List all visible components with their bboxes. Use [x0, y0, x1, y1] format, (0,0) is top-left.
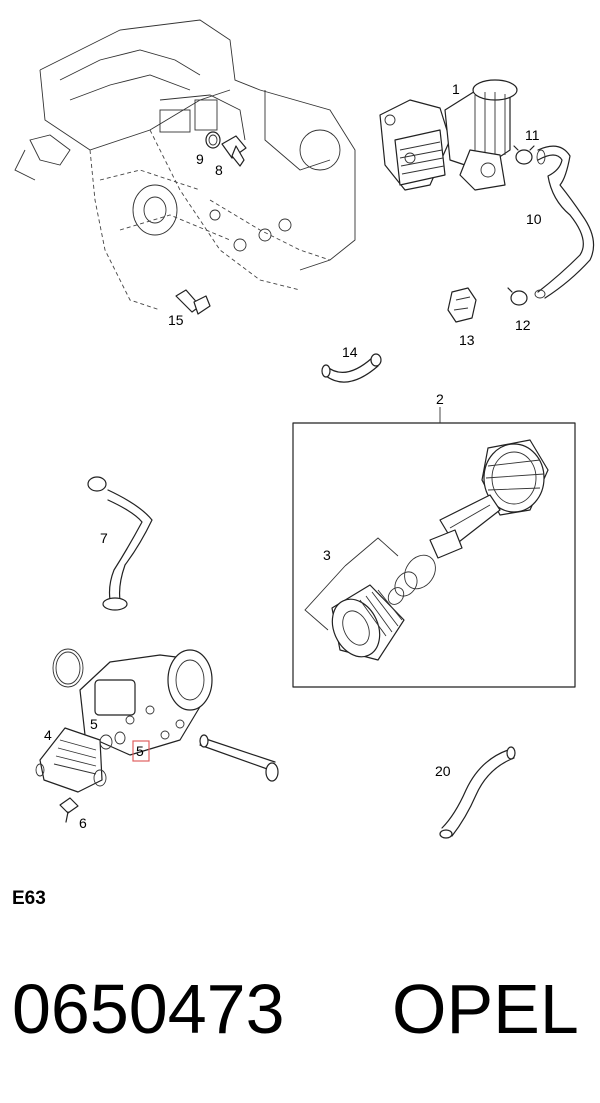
part-2-filter-cap: [429, 439, 549, 559]
callout-5-highlight: [132, 740, 150, 762]
part-20-hose: [439, 746, 516, 839]
callout-8: 8: [215, 162, 223, 178]
part-11-clamp: [513, 145, 535, 165]
part-8-bolt: [221, 135, 247, 167]
callout-13: 13: [459, 332, 475, 348]
callout-15: 15: [168, 312, 184, 328]
callout-7: 7: [100, 530, 108, 546]
callout-9: 9: [196, 151, 204, 167]
callout-1: 1: [452, 81, 460, 97]
part-1-filter-housing: [379, 79, 518, 191]
part-4-oil-cooler-group: [35, 648, 279, 823]
callout-5-upper: 5: [90, 716, 98, 732]
callout-4: 4: [44, 727, 52, 743]
callout-5-highlighted: 5: [136, 743, 144, 759]
part-10-hose: [534, 145, 595, 299]
box-orings: [387, 554, 436, 605]
callout-14: 14: [342, 344, 358, 360]
part-number: 0650473: [12, 970, 285, 1048]
exploded-parts-diagram: 1 2 3 4 5 5 6 7 8 9 10 11 12 13 14 15 20: [14, 19, 595, 839]
part-2-kit-box: [292, 422, 576, 688]
callout-6: 6: [79, 815, 87, 831]
part-13-bracket: [447, 287, 477, 323]
part-14-hose: [321, 353, 382, 383]
engine-block: [14, 19, 356, 311]
callout-20: 20: [435, 763, 451, 779]
callout-11: 11: [525, 127, 540, 143]
callout-12: 12: [515, 317, 531, 333]
section-code: E63: [12, 888, 46, 909]
part-7-hose: [87, 476, 153, 611]
part-12-clamp: [507, 287, 528, 306]
callout-2: 2: [436, 391, 444, 407]
part-15-bolt: [175, 289, 211, 315]
part-3-filter-element: [331, 584, 405, 661]
part-9-oring: [205, 131, 221, 149]
callout-10: 10: [526, 211, 542, 227]
callout-3: 3: [323, 547, 331, 563]
brand-name: OPEL: [392, 970, 579, 1048]
